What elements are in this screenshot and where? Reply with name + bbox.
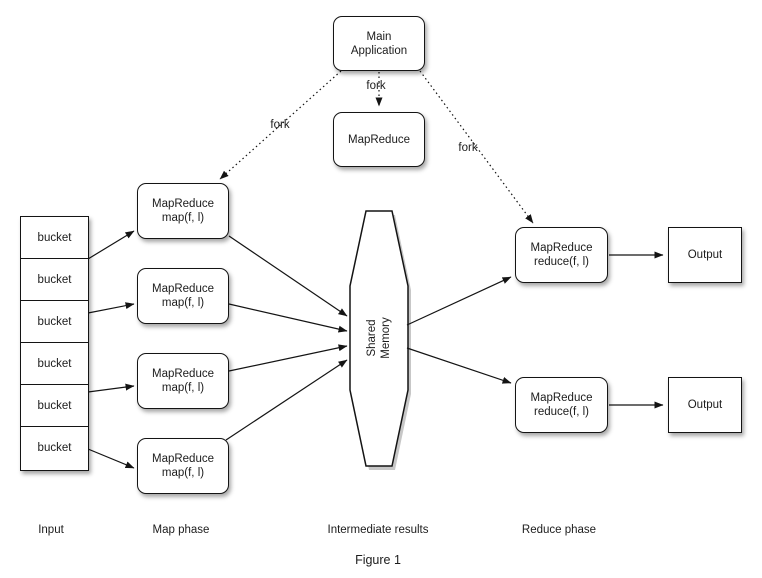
shared-memory-label-line2: Memory (380, 317, 392, 359)
edge-bucket-map1 (87, 230, 135, 260)
edge-sharedmemory-reduce1 (406, 276, 512, 326)
shared-memory-label: Shared Memory (357, 288, 401, 388)
reduce-worker-label-line1: MapReduce (530, 242, 593, 254)
mapreduce-controller-label: MapReduce (347, 133, 410, 146)
fork-label-center: fork (366, 80, 386, 92)
edge-bucket-map2 (87, 302, 135, 314)
map-worker-label-line2: map(f, l) (161, 297, 205, 309)
edge-map2-sharedmemory (228, 303, 348, 333)
map-worker-label-line2: map(f, l) (161, 467, 205, 479)
map-worker-node-2: MapReduce map(f, l) (137, 268, 229, 324)
mapreduce-controller-node: MapReduce (333, 112, 425, 167)
reduce-worker-node-1: MapReduce reduce(f, l) (515, 227, 608, 283)
edge-map1-sharedmemory (228, 235, 348, 317)
bucket-cell: bucket (21, 301, 88, 343)
bucket-cell: bucket (21, 259, 88, 301)
main-application-node: Main Application (333, 16, 425, 71)
edge-map4-sharedmemory (225, 359, 348, 441)
map-worker-node-4: MapReduce map(f, l) (137, 438, 229, 494)
map-worker-node-1: MapReduce map(f, l) (137, 183, 229, 239)
main-application-label-line1: Main (366, 30, 392, 43)
edge-fork-to-reduce-worker (419, 70, 534, 224)
output-node-2: Output (668, 377, 742, 433)
shared-memory-hexagon (349, 210, 409, 467)
map-worker-label-line2: map(f, l) (161, 212, 205, 224)
edge-fork-to-map-worker (219, 70, 342, 180)
bucket-cell: bucket (21, 385, 88, 427)
map-worker-label-line1: MapReduce (151, 198, 214, 210)
edge-bucket-map4 (87, 448, 135, 469)
phase-label-map: Map phase (152, 524, 210, 536)
reduce-worker-node-2: MapReduce reduce(f, l) (515, 377, 608, 433)
map-worker-node-3: MapReduce map(f, l) (137, 353, 229, 409)
bucket-cell: bucket (21, 343, 88, 385)
input-bucket-stack: bucket bucket bucket bucket bucket bucke… (20, 216, 89, 471)
map-worker-label-line1: MapReduce (151, 453, 214, 465)
edge-bucket-map3 (87, 383, 135, 393)
fork-label-left: fork (270, 119, 290, 131)
output-label: Output (687, 399, 723, 411)
shared-memory-label-line1: Shared (366, 319, 378, 357)
edge-sharedmemory-reduce2 (406, 347, 512, 384)
figure-caption: Figure 1 (355, 553, 401, 567)
edge-map3-sharedmemory (228, 344, 348, 372)
phase-label-intermediate: Intermediate results (327, 524, 429, 536)
bucket-cell: bucket (21, 427, 88, 469)
output-node-1: Output (668, 227, 742, 283)
reduce-worker-label-line1: MapReduce (530, 392, 593, 404)
reduce-worker-label-line2: reduce(f, l) (534, 256, 589, 268)
phase-label-input: Input (38, 524, 64, 536)
map-worker-label-line1: MapReduce (151, 283, 214, 295)
fork-label-right: fork (458, 142, 478, 154)
main-application-label-line2: Application (350, 44, 408, 57)
map-worker-label-line1: MapReduce (151, 368, 214, 380)
phase-label-reduce: Reduce phase (521, 524, 597, 536)
output-label: Output (687, 249, 723, 261)
map-worker-label-line2: map(f, l) (161, 382, 205, 394)
reduce-worker-label-line2: reduce(f, l) (534, 406, 589, 418)
bucket-cell: bucket (21, 217, 88, 259)
